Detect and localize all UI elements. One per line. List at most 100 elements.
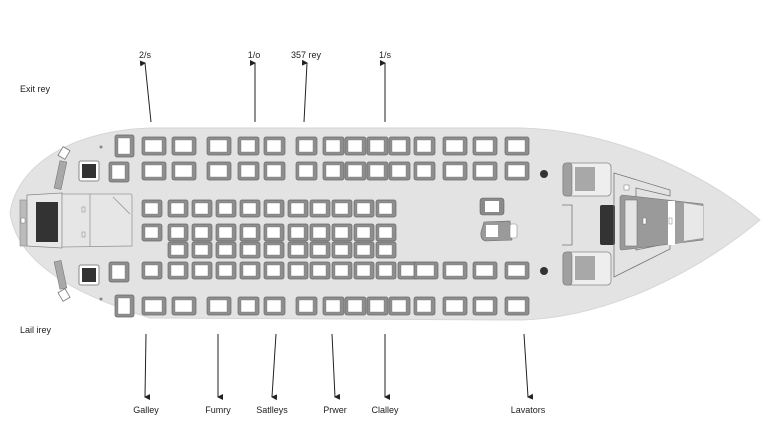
seat[interactable] [331,241,353,259]
seat[interactable] [167,199,189,218]
seat[interactable] [413,296,436,316]
seat[interactable] [263,136,286,156]
seat[interactable] [114,294,135,318]
seat[interactable] [287,199,309,218]
seat[interactable] [263,241,285,259]
seat[interactable] [215,223,237,242]
seat[interactable] [366,296,389,316]
seat[interactable] [375,199,397,218]
seat[interactable] [309,261,331,280]
seat[interactable] [287,241,309,259]
seat[interactable] [287,223,309,242]
seat[interactable] [239,223,261,242]
seat[interactable] [366,136,389,156]
exit-door-lower-icon [57,288,71,302]
seat[interactable] [309,199,331,218]
seat[interactable] [353,241,375,259]
seat[interactable] [239,241,261,259]
seat[interactable] [442,136,468,156]
seat[interactable] [191,223,213,242]
seat[interactable] [191,199,213,218]
seat[interactable] [322,161,345,181]
seat[interactable] [239,199,261,218]
seat[interactable] [353,199,375,218]
seat[interactable] [263,296,286,316]
side-label-exit: Exit rey [20,84,51,94]
seat[interactable] [388,296,411,316]
seat[interactable] [309,241,331,259]
seat[interactable] [295,136,318,156]
seat[interactable] [108,261,130,283]
seat[interactable] [375,223,397,242]
seat[interactable] [413,261,439,280]
seat[interactable] [472,136,498,156]
seat[interactable] [295,161,318,181]
seat[interactable] [366,161,389,181]
seat[interactable] [504,261,530,280]
seat[interactable] [206,296,232,316]
seat[interactable] [413,161,436,181]
seat[interactable] [322,296,345,316]
callout-arrow [139,60,152,123]
seat[interactable] [309,223,331,242]
seat[interactable] [171,161,197,181]
seat[interactable] [191,261,213,280]
seat[interactable] [504,136,530,156]
top-label-3: 357 rey [290,50,322,60]
seat[interactable] [442,161,468,181]
seat[interactable] [344,136,367,156]
seat[interactable] [237,161,260,181]
seat[interactable] [263,261,285,280]
seat[interactable] [353,223,375,242]
seat[interactable] [141,199,163,218]
seat[interactable] [141,136,167,156]
seat[interactable] [504,161,530,181]
seat[interactable] [472,261,498,280]
seat[interactable] [141,261,163,280]
seat[interactable] [442,261,468,280]
seat[interactable] [442,296,468,316]
cockpit-frame [613,172,671,278]
galley-cart-upper [53,160,68,190]
seat[interactable] [388,161,411,181]
seat[interactable] [215,241,237,259]
seat[interactable] [472,161,498,181]
seat[interactable] [206,161,232,181]
seat[interactable] [215,199,237,218]
seat[interactable] [263,199,285,218]
seat[interactable] [108,161,130,183]
seat[interactable] [375,241,397,259]
seat[interactable] [171,296,197,316]
seat[interactable] [167,261,189,280]
seat[interactable] [171,136,197,156]
seat[interactable] [388,136,411,156]
seat[interactable] [287,261,309,280]
seat[interactable] [353,261,375,280]
seat[interactable] [375,261,397,280]
seat[interactable] [237,296,260,316]
seat[interactable] [141,296,167,316]
seat[interactable] [331,261,353,280]
seat[interactable] [206,136,232,156]
seat[interactable] [141,161,167,181]
seat[interactable] [263,223,285,242]
seat[interactable] [331,199,353,218]
seat[interactable] [191,241,213,259]
seat[interactable] [295,296,318,316]
seat[interactable] [141,223,163,242]
seat[interactable] [237,136,260,156]
seat[interactable] [504,296,530,316]
seat[interactable] [263,161,286,181]
seat[interactable] [215,261,237,280]
seat[interactable] [344,161,367,181]
seat[interactable] [114,134,135,158]
seat[interactable] [167,241,189,259]
seat[interactable] [413,136,436,156]
seat[interactable] [331,223,353,242]
bottom-label-galley: Galley [133,405,159,415]
seat[interactable] [472,296,498,316]
seat[interactable] [322,136,345,156]
seat[interactable] [167,223,189,242]
seat[interactable] [344,296,367,316]
seat[interactable] [239,261,261,280]
